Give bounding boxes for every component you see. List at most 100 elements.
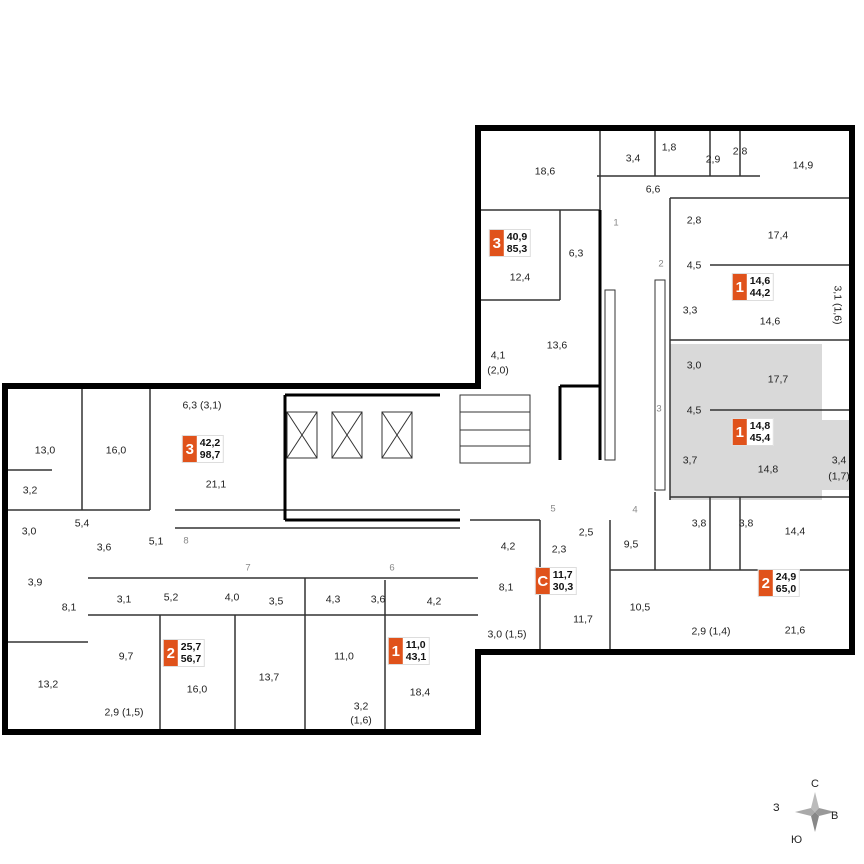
room-area-label: 6,3 [568, 247, 584, 260]
room-area-label: 4,3 [325, 593, 341, 606]
room-count: 3 [182, 436, 197, 462]
building-outline [2, 125, 855, 735]
room-area-label: 4,0 [224, 591, 240, 604]
room-area-label: 2,5 [578, 526, 594, 539]
room-area-label: 3,5 [268, 595, 284, 608]
compass-east: В [831, 810, 839, 822]
compass-west: З [773, 802, 780, 814]
room-area-label: 3,7 [682, 454, 698, 467]
room-area-label: 3,6 [96, 541, 112, 554]
room-count: 2 [163, 640, 178, 666]
total-area: 56,7 [180, 653, 202, 665]
room-area-label: 2,3 [551, 543, 567, 556]
room-area-label: 2,9 (1,4) [691, 625, 731, 638]
room-area-label: (1,7) [828, 470, 850, 483]
room-area-label: 16,0 [105, 444, 127, 457]
room-area-label: 3,8 [738, 517, 754, 530]
room-count: 3 [489, 230, 504, 256]
room-area-label: 8,1 [498, 581, 514, 594]
total-area: 43,1 [405, 651, 427, 663]
structural-walls [283, 210, 602, 522]
room-area-label: (2,0) [487, 364, 509, 377]
room-area-label: 4,2 [500, 540, 516, 553]
room-area-label: 16,0 [186, 683, 208, 696]
room-area-label: 3,2 [22, 484, 38, 497]
living-area: 11,7 [552, 569, 573, 581]
room-area-label: 4,1 [490, 349, 506, 362]
interior-walls [5, 128, 852, 732]
room-area-label: 4,2 [426, 595, 442, 608]
total-area: 65,0 [775, 583, 797, 595]
room-area-label: 3,0 (1,5) [487, 628, 527, 641]
room-area-label: 3,1 [116, 593, 132, 606]
room-area-label: 6,3 (3,1) [182, 399, 222, 412]
room-count: 1 [732, 419, 747, 445]
section-number: 7 [245, 562, 251, 574]
room-area-label: 3,0 [686, 359, 702, 372]
total-area: 98,7 [199, 449, 221, 461]
room-area-label: 13,6 [546, 339, 568, 352]
section-number: 8 [183, 535, 189, 547]
room-count: 2 [758, 570, 773, 596]
room-area-label: 18,6 [534, 165, 556, 178]
room-area-label: 11,7 [573, 613, 593, 626]
room-area-label: 12,4 [509, 271, 531, 284]
room-area-label: 17,7 [767, 373, 789, 386]
room-area-label: 21,1 [205, 478, 227, 491]
compass: С З В Ю [773, 778, 845, 850]
section-number: 6 [389, 562, 395, 574]
room-area-label: 3,3 [682, 304, 698, 317]
total-area: 85,3 [506, 243, 528, 255]
total-area: 44,2 [749, 287, 771, 299]
room-area-label: 10,5 [629, 601, 651, 614]
room-area-label: 13,2 [37, 678, 59, 691]
section-number: 1 [613, 217, 619, 229]
room-area-label: 3,4 [625, 152, 641, 165]
compass-north: С [811, 778, 819, 790]
elevator-core [286, 279, 666, 491]
room-area-label: 21,6 [784, 624, 806, 637]
room-area-label: (1,6) [350, 714, 372, 727]
room-area-label: 13,7 [258, 671, 280, 684]
room-count: С [535, 568, 550, 594]
room-count: 1 [732, 274, 747, 300]
room-area-label: 3,2 [353, 700, 369, 713]
living-area: 14,6 [749, 275, 771, 287]
room-area-label: 3,4 [831, 454, 847, 467]
section-number: 3 [656, 403, 662, 415]
total-area: 45,4 [749, 432, 771, 444]
room-area-label: 14,6 [759, 315, 781, 328]
total-area: 30,3 [552, 581, 574, 593]
room-area-label: 14,8 [757, 463, 779, 476]
room-area-label: 4,5 [686, 404, 702, 417]
section-number: 2 [658, 258, 664, 270]
compass-south: Ю [791, 834, 803, 846]
room-area-label: 9,5 [623, 538, 639, 551]
room-area-label: 4,5 [686, 259, 702, 272]
living-area: 11,0 [405, 639, 426, 651]
room-area-label: 14,9 [792, 159, 814, 172]
room-area-label: 3,6 [370, 593, 386, 606]
room-area-label: 3,9 [27, 576, 43, 589]
room-area-label: 8,1 [61, 601, 77, 614]
room-area-label: 3,1 (1,6) [831, 285, 844, 325]
room-area-label: 6,6 [645, 183, 661, 196]
room-area-label: 5,2 [163, 591, 179, 604]
room-area-label: 3,0 [21, 525, 37, 538]
living-area: 24,9 [775, 571, 797, 583]
room-area-label: 2,8 [686, 214, 702, 227]
room-area-label: 11,0 [334, 650, 354, 663]
room-area-label: 1,8 [661, 141, 677, 154]
room-area-label: 14,4 [784, 525, 806, 538]
room-area-label: 9,7 [118, 650, 134, 663]
room-area-label: 5,1 [148, 535, 164, 548]
room-area-label: 2,8 [732, 145, 748, 158]
